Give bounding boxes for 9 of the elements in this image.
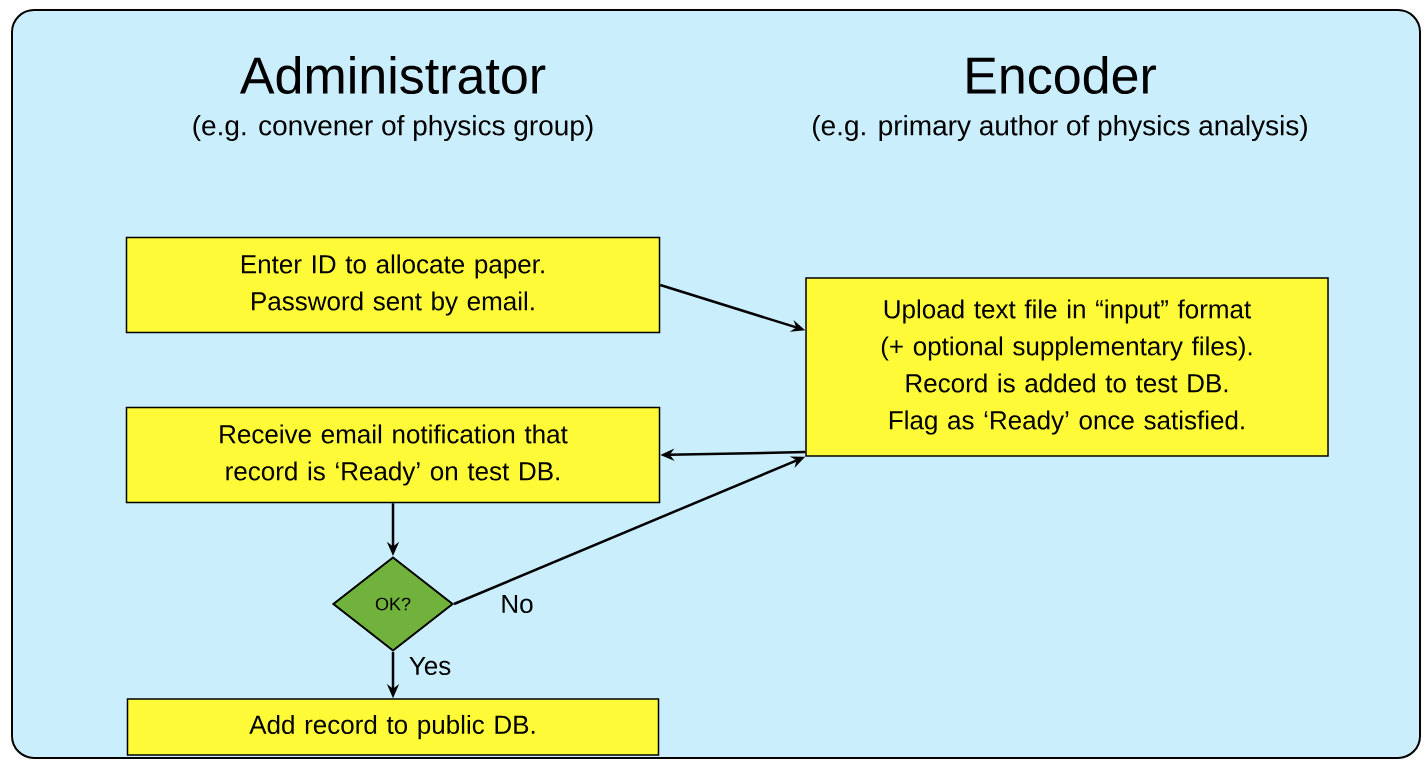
column-heading: Administrator bbox=[239, 55, 546, 95]
column-subtitle: (e.g. convener of physics group) bbox=[193, 114, 593, 142]
column-heading: Encoder bbox=[967, 55, 1156, 95]
edge-label: No bbox=[498, 592, 536, 616]
process-box: Receive email notification that record is ‘Ready’ on test DB. bbox=[125, 406, 661, 504]
process-box: Upload text file in “input” format (+ optional supplementary files). Record is added to test DB. Flag as ‘Ready’ once satisfied. bbox=[805, 277, 1329, 457]
process-box: Add record to public DB. bbox=[126, 698, 660, 756]
column-subtitle: (e.g. primary author of physics analysis) bbox=[813, 114, 1307, 142]
process-box: Enter ID to allocate paper. Password sent by email. bbox=[125, 236, 661, 334]
